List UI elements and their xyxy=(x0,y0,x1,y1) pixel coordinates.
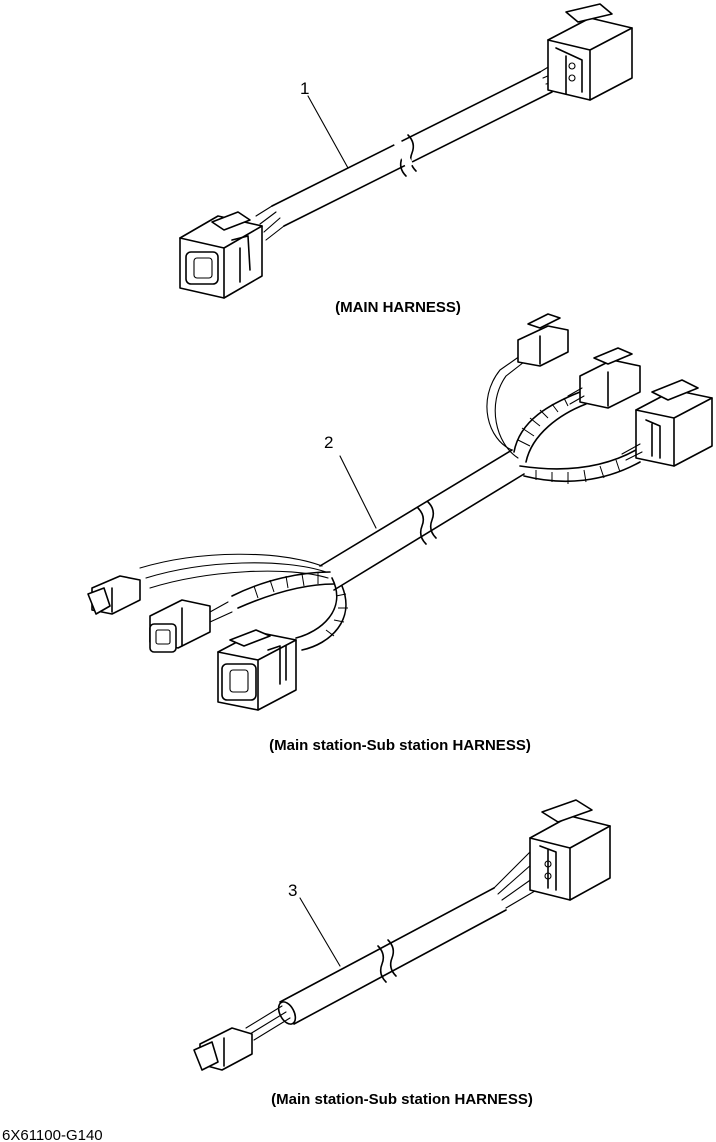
harness-2: 2 (Main station-Sub station HARNESS) xyxy=(87,313,713,754)
harness-2-connector-right-mid xyxy=(567,347,641,409)
harness-3-connector-right xyxy=(529,799,611,901)
harness-3-connector-left xyxy=(193,1027,253,1071)
callout-1: 1 xyxy=(300,79,309,98)
harness-2-connector-right-top xyxy=(517,313,569,367)
figure-id: 6X61100-G140 xyxy=(2,1127,103,1142)
harness-2-connector-right-large xyxy=(621,379,713,467)
harness-3: 3 (Main station-Sub station HARNESS) xyxy=(193,799,611,1108)
harness-2-connector-left-mid xyxy=(149,599,233,653)
caption-main-sub-harness-2: (Main station-Sub station HARNESS) xyxy=(271,1091,533,1108)
harness-1-connector-left xyxy=(179,211,263,299)
harness-2-connector-left-large xyxy=(217,629,297,711)
harness-1-connector-right xyxy=(547,3,633,101)
harness-1: 1 (MAIN HARNESS) xyxy=(179,3,633,316)
callout-2: 2 xyxy=(324,433,333,452)
caption-main-harness: (MAIN HARNESS) xyxy=(335,299,461,316)
callout-3: 3 xyxy=(288,881,297,900)
caption-main-sub-harness-1: (Main station-Sub station HARNESS) xyxy=(269,737,531,754)
harness-2-connector-left-top xyxy=(87,575,141,615)
